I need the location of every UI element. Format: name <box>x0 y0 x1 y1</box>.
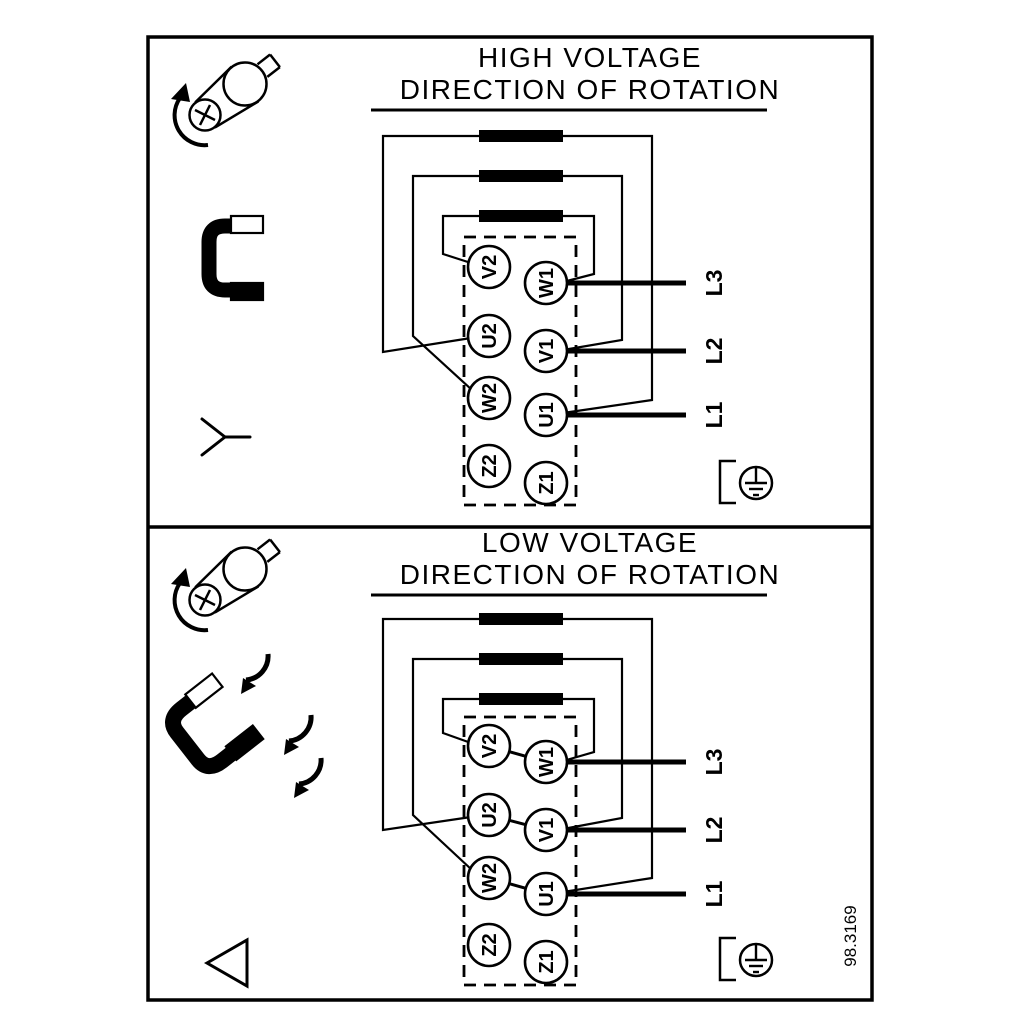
terminal-z2 <box>466 922 512 968</box>
terminal-u2 <box>466 792 512 838</box>
terminal-v1 <box>523 807 569 853</box>
screw-rotation-icon <box>169 537 282 633</box>
terminal-label: V2 <box>479 734 501 758</box>
terminal-label: Z1 <box>536 950 558 973</box>
terminal-w2 <box>466 375 512 421</box>
terminal-box-outline <box>462 715 578 987</box>
jumper-link-icon <box>201 214 265 302</box>
low-voltage-panel: LOW VOLTAGE DIRECTION OF ROTATION <box>165 527 860 989</box>
outer-border <box>146 35 874 1002</box>
supply-label-l2: L2 <box>701 338 727 365</box>
terminal-z1 <box>523 939 569 985</box>
terminal-label: Z1 <box>536 471 558 494</box>
terminal-label: W2 <box>479 383 501 413</box>
jumper-bar <box>479 170 563 182</box>
panel-title: LOW VOLTAGE <box>482 527 698 558</box>
terminal-z1 <box>523 460 569 506</box>
terminal-label: W2 <box>479 863 501 893</box>
supply-label-l3: L3 <box>701 270 727 297</box>
delta-icon <box>203 937 249 989</box>
terminal-u1 <box>523 392 569 438</box>
star-icon <box>200 417 252 457</box>
panel-subtitle: DIRECTION OF ROTATION <box>400 559 780 590</box>
jumper-link-move-icon <box>165 654 321 798</box>
high-voltage-panel: HIGH VOLTAGE DIRECTION OF ROTATION <box>169 42 780 507</box>
supply-label-l1: L1 <box>701 401 727 428</box>
jumper-bar <box>479 693 563 705</box>
jumper-bar <box>479 613 563 625</box>
terminal-label: U1 <box>536 881 558 907</box>
supply-label-l3: L3 <box>701 749 727 776</box>
terminal-v2 <box>466 244 512 290</box>
terminal-label: W1 <box>536 747 558 777</box>
screw-rotation-icon <box>169 52 282 148</box>
terminal-w1 <box>523 739 569 785</box>
terminal-w2 <box>466 855 512 901</box>
supply-label-l1: L1 <box>701 880 727 907</box>
terminal-v1 <box>523 328 569 374</box>
terminal-u1 <box>523 871 569 917</box>
jumper-bar <box>479 210 563 222</box>
terminal-label: U1 <box>536 402 558 428</box>
terminal-label: V2 <box>479 255 501 279</box>
terminal-box-outline <box>462 235 578 507</box>
terminal-label: U2 <box>479 323 501 349</box>
terminal-label: Z2 <box>479 454 501 477</box>
terminal-z2 <box>466 443 512 489</box>
figure-reference-number: 98.3169 <box>841 905 860 966</box>
terminal-label: V1 <box>536 339 558 363</box>
earth-ground-icon <box>718 936 774 982</box>
earth-ground-icon <box>718 459 774 505</box>
terminal-block: V2 U2 W2 Z2 W1 V1 U1 Z1 <box>462 235 578 507</box>
jumper-bar <box>479 653 563 665</box>
terminal-v2 <box>466 723 512 769</box>
terminal-w1 <box>523 260 569 306</box>
panel-subtitle: DIRECTION OF ROTATION <box>400 74 780 105</box>
terminal-label: V1 <box>536 818 558 842</box>
star-wiring <box>381 130 686 418</box>
panel-title: HIGH VOLTAGE <box>478 42 702 73</box>
delta-wiring <box>381 613 686 897</box>
terminal-label: W1 <box>536 268 558 298</box>
terminal-u2 <box>466 313 512 359</box>
supply-label-l2: L2 <box>701 817 727 844</box>
jumper-bar <box>479 130 563 142</box>
terminal-label: U2 <box>479 802 501 828</box>
terminal-label: Z2 <box>479 933 501 956</box>
terminal-block: V2 U2 W2 Z2 W1 V1 U1 Z1 <box>462 715 578 987</box>
